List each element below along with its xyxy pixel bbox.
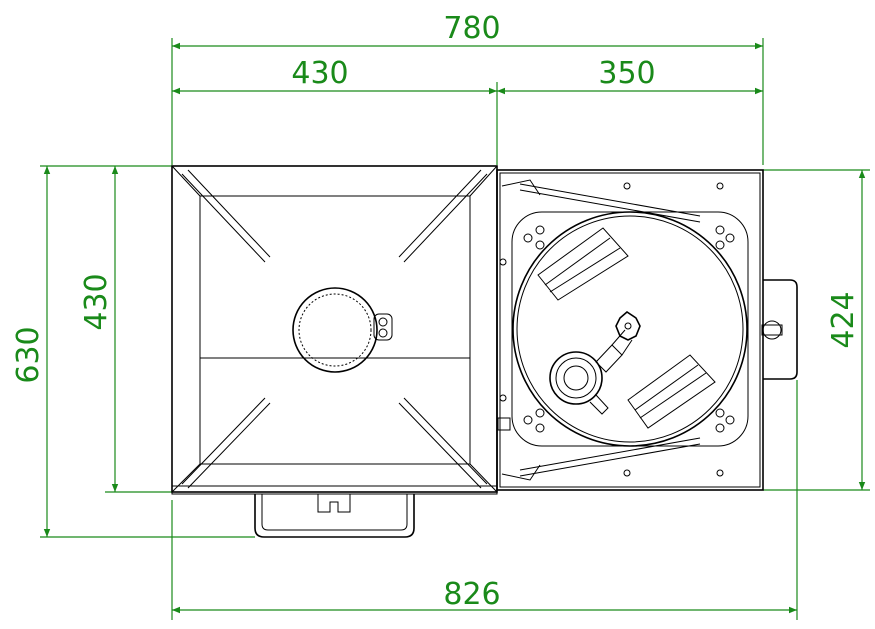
bolts <box>497 182 735 477</box>
dim-right-section: 350 <box>598 56 655 91</box>
dim-left-height-inner: 430 <box>79 273 114 330</box>
hopper <box>171 165 498 495</box>
dim-overall-top: 780 <box>443 11 500 46</box>
bottom-handle <box>254 494 415 538</box>
valve-assembly <box>549 310 641 415</box>
hatch-lid <box>292 287 393 373</box>
scoops <box>537 227 716 429</box>
dimension-lines <box>40 38 870 620</box>
rotary-unit <box>496 169 798 491</box>
dim-left-height-outer: 630 <box>11 326 46 383</box>
latch <box>761 320 783 340</box>
dim-left-section: 430 <box>291 56 348 91</box>
dim-right-height: 424 <box>826 291 861 348</box>
dim-bottom-overall: 826 <box>443 577 500 612</box>
